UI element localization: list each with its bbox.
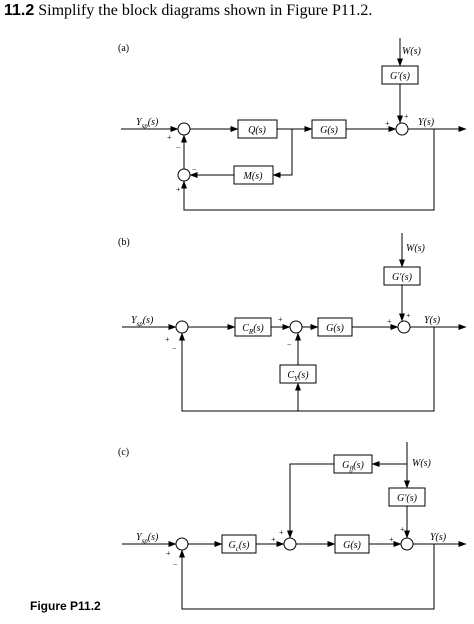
diagram-c-g-label: G(s) — [343, 540, 361, 551]
diagram-a-sum2 — [177, 168, 191, 182]
problem-title: 11.2 Simplify the block diagrams shown i… — [4, 2, 372, 20]
diagram-a-input-label: Ysp(s) — [136, 117, 159, 130]
diagram-c-sum2 — [283, 537, 297, 551]
diagram-a-sum3 — [395, 122, 409, 136]
diagram-a-g-label: G(s) — [320, 125, 338, 136]
diagram-b-sum3-plus-top: + — [406, 311, 411, 320]
diagram-c-output-label: Y(s) — [430, 532, 447, 543]
diagram-a-sum2-plus: + — [176, 185, 181, 194]
diagram-a-disturbance-label: W(s) — [402, 46, 422, 57]
diagram-a-sum3-plus-top: + — [404, 112, 409, 121]
diagram-b-g-label: G(s) — [326, 323, 344, 334]
diagram-a-output-label: Y(s) — [418, 117, 435, 128]
diagram-b-input-label: Ysp(s) — [131, 315, 154, 328]
diagram-b-output-label: Y(s) — [424, 315, 441, 326]
diagram-b-sum3 — [397, 320, 411, 334]
diagram-a-m-label: M(s) — [243, 171, 264, 182]
diagram-a-sum1-plus: + — [167, 133, 172, 142]
diagram-b-sum1 — [175, 320, 189, 334]
diagram-a-sum1 — [177, 122, 191, 136]
diagram-c-gc-label: Gc(s) — [229, 540, 251, 553]
diagram-c-sum2-plus-top: + — [279, 528, 284, 537]
diagram-c-input-label: Ysp(s) — [136, 532, 159, 545]
diagram-b-sum2 — [289, 320, 303, 334]
diagram-a-gprime-label: G′(s) — [390, 71, 411, 82]
diagram-a-q-label: Q(s) — [248, 125, 266, 136]
diagram-c-gprime-label: G′(s) — [397, 493, 418, 504]
diagram-b-disturbance-label: W(s) — [406, 243, 426, 254]
diagram-b-outer-feedback — [179, 327, 435, 412]
diagram-c-sum1 — [175, 537, 189, 551]
diagram-b-cr-label: CR(s) — [242, 323, 264, 336]
diagram-a-sum3-plus-left: + — [385, 119, 390, 128]
diagram-c: (c) W(s) Gff(s) G′(s) Ysp(s) + − Gc(s) +… — [118, 442, 467, 610]
diagram-b-gprime-label: G′(s) — [392, 272, 413, 283]
diagram-c-sum1-plus: + — [166, 549, 171, 558]
diagram-a-outer-feedback — [181, 129, 435, 211]
diagram-b-sum2-minus: − — [287, 340, 292, 349]
diagram-b-sum3-plus-left: + — [387, 317, 392, 326]
problem-number: 11.2 — [4, 2, 35, 19]
diagram-b-sum1-minus: − — [172, 344, 177, 353]
diagram-c-sum2-plus-left: + — [271, 535, 276, 544]
diagram-c-sum3-plus-top: + — [400, 525, 405, 534]
diagram-b-cy-label: CY(s) — [287, 370, 309, 383]
diagram-a: (a) Ysp(s) + − Q(s) G(s) + + W(s) — [118, 38, 467, 211]
diagram-b-label: (b) — [118, 237, 130, 248]
diagram-c-sum1-minus: − — [173, 560, 178, 569]
problem-text: Simplify the block diagrams shown in Fig… — [38, 2, 373, 19]
diagram-c-outer-feedback — [179, 544, 435, 610]
diagram-c-gff-label: Gff(s) — [342, 460, 364, 473]
diagram-a-sum2-minus: − — [192, 165, 197, 174]
diagram-c-sum3 — [400, 537, 414, 551]
diagram-a-label: (a) — [118, 43, 129, 54]
diagram-b: (b) Ysp(s) + − CR(s) + − G(s) + + W(s) G… — [118, 233, 467, 412]
diagram-b-sum1-plus: + — [165, 335, 170, 344]
figure-caption: Figure P11.2 — [30, 599, 101, 613]
diagram-c-label: (c) — [118, 447, 129, 458]
diagram-c-disturbance-label: W(s) — [412, 458, 432, 469]
diagram-a-sum1-minus: − — [176, 143, 181, 152]
diagram-b-sum2-plus: + — [278, 315, 283, 324]
diagram-c-gff-to-sum2 — [287, 463, 334, 539]
diagram-c-sum3-plus-left: + — [389, 535, 394, 544]
diagram-a-line-to-m — [272, 129, 293, 178]
